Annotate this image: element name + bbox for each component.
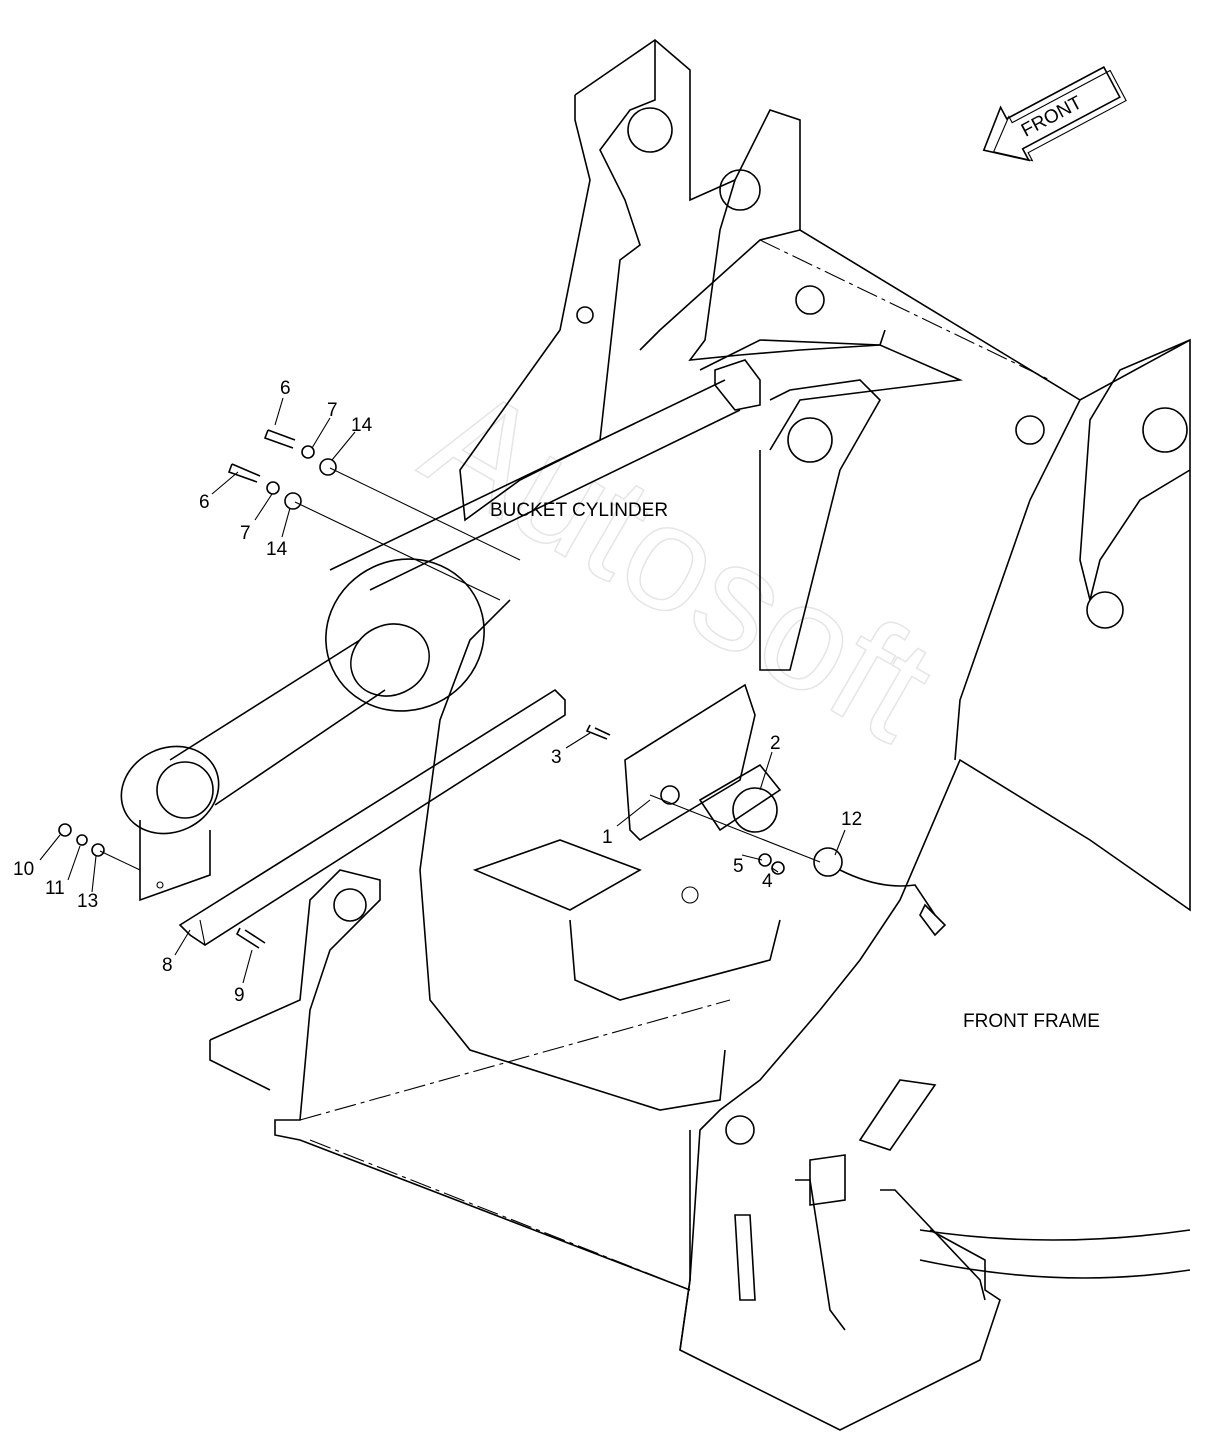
callout-7: 7 (327, 400, 338, 421)
front-arrow-icon: FRONT (982, 66, 1127, 162)
watermark: Autosoft (398, 352, 960, 774)
svg-text:Autosoft: Autosoft (399, 352, 960, 773)
callout-13: 13 (77, 891, 98, 912)
bucket-cylinder-label: BUCKET CYLINDER (490, 500, 668, 521)
callout-5: 5 (733, 856, 744, 877)
callout-7: 7 (240, 523, 251, 544)
callout-14: 14 (266, 539, 288, 560)
callout-8: 8 (162, 955, 173, 976)
callout-11: 11 (45, 878, 65, 899)
callout-2: 2 (770, 733, 781, 754)
bracket-8-drawing (178, 688, 566, 946)
fasteners-drawing (58, 429, 611, 949)
callout-10: 10 (13, 859, 34, 880)
sensor-assembly-drawing (624, 683, 947, 937)
front-frame-label: FRONT FRAME (963, 1011, 1100, 1032)
callout-14: 14 (351, 415, 373, 436)
callout-4: 4 (762, 871, 773, 892)
callout-12: 12 (841, 809, 862, 830)
callout-1: 1 (602, 827, 613, 848)
leader-lines (39, 397, 846, 984)
front-frame-drawing (209, 38, 1191, 1431)
callout-6: 6 (280, 378, 291, 399)
bucket-cylinder-drawing (120, 339, 963, 902)
callout-9: 9 (234, 985, 245, 1006)
callout-6: 6 (199, 492, 210, 513)
callout-3: 3 (551, 747, 562, 768)
